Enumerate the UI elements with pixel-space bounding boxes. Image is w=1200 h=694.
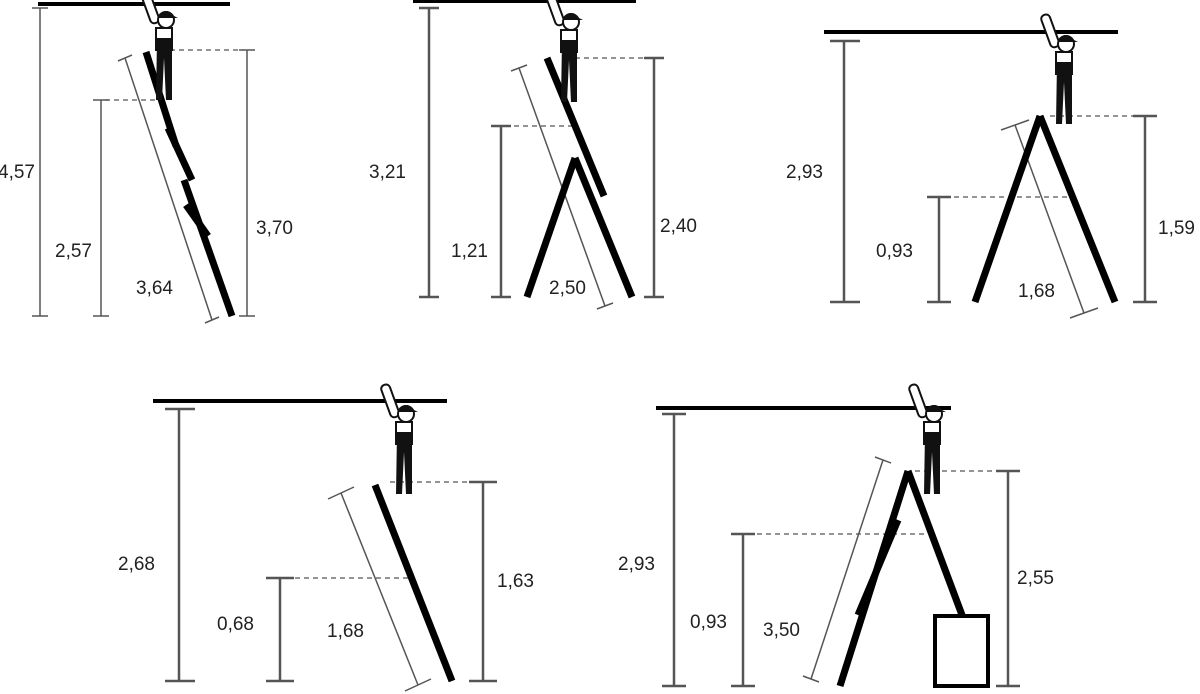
label-reach-height: 2,93 xyxy=(786,162,823,183)
worker-figure xyxy=(544,0,584,104)
dimension-support-height xyxy=(239,49,255,317)
label-support-height: 2,55 xyxy=(1017,568,1054,589)
dimension-support-height xyxy=(1133,114,1157,304)
dimension-support-height xyxy=(469,480,497,683)
label-ladder-length: 1,68 xyxy=(1018,281,1055,302)
label-standing-height: 0,93 xyxy=(690,612,727,633)
worker-figure xyxy=(139,0,179,102)
dimension-reach-height xyxy=(419,6,439,299)
dimension-reach-height xyxy=(662,412,686,688)
dimension-support-height xyxy=(644,56,664,299)
dimension-reach-height xyxy=(830,39,860,304)
dimension-standing-height xyxy=(266,576,294,683)
label-ladder-length: 1,68 xyxy=(327,621,364,642)
dimension-ladder-length xyxy=(117,54,220,324)
label-standing-height: 0,93 xyxy=(876,241,913,262)
diagram-single-ladder: 4,57 2,57 3,64 3,70 xyxy=(0,0,293,324)
ladder-a-frame xyxy=(836,469,966,688)
label-support-height: 2,40 xyxy=(660,216,697,237)
box-support xyxy=(933,614,990,688)
label-ladder-length: 3,64 xyxy=(136,278,173,299)
dimension-ladder-length xyxy=(802,456,892,683)
label-standing-height: 0,68 xyxy=(217,614,254,635)
label-ladder-length: 3,50 xyxy=(763,620,800,641)
label-support-height: 3,70 xyxy=(256,218,293,239)
label-standing-height: 1,21 xyxy=(451,241,488,262)
label-reach-height: 2,93 xyxy=(618,554,655,575)
label-support-height: 1,63 xyxy=(497,571,534,592)
dimension-standing-height xyxy=(731,532,755,688)
dimension-standing-height xyxy=(93,99,109,317)
ladder-leaning xyxy=(371,483,456,683)
diagram-leaning-ladder-short: 2,68 0,68 1,68 1,63 xyxy=(118,382,534,692)
ladder-step xyxy=(971,114,1119,304)
label-reach-height: 3,21 xyxy=(369,162,406,183)
label-reach-height: 4,57 xyxy=(0,162,35,183)
label-ladder-length: 2,50 xyxy=(549,278,586,299)
diagram-combination-ladder: 3,21 1,21 2,50 2,40 xyxy=(369,0,697,310)
dimension-reach-height xyxy=(165,407,195,683)
dimension-standing-height xyxy=(491,124,511,299)
label-standing-height: 2,57 xyxy=(55,241,92,262)
dimension-standing-height xyxy=(927,195,951,304)
diagram-a-frame-on-box: 2,93 0,93 3,50 2,55 xyxy=(618,382,1054,688)
ladder-combination xyxy=(523,56,636,299)
label-reach-height: 2,68 xyxy=(118,554,155,575)
diagram-step-ladder: 2,93 0,93 1,68 1,59 xyxy=(786,12,1195,319)
worker-figure xyxy=(1039,12,1079,126)
dimension-ladder-length xyxy=(327,486,432,692)
dimension-reach-height xyxy=(32,7,48,317)
label-support-height: 1,59 xyxy=(1158,218,1195,239)
